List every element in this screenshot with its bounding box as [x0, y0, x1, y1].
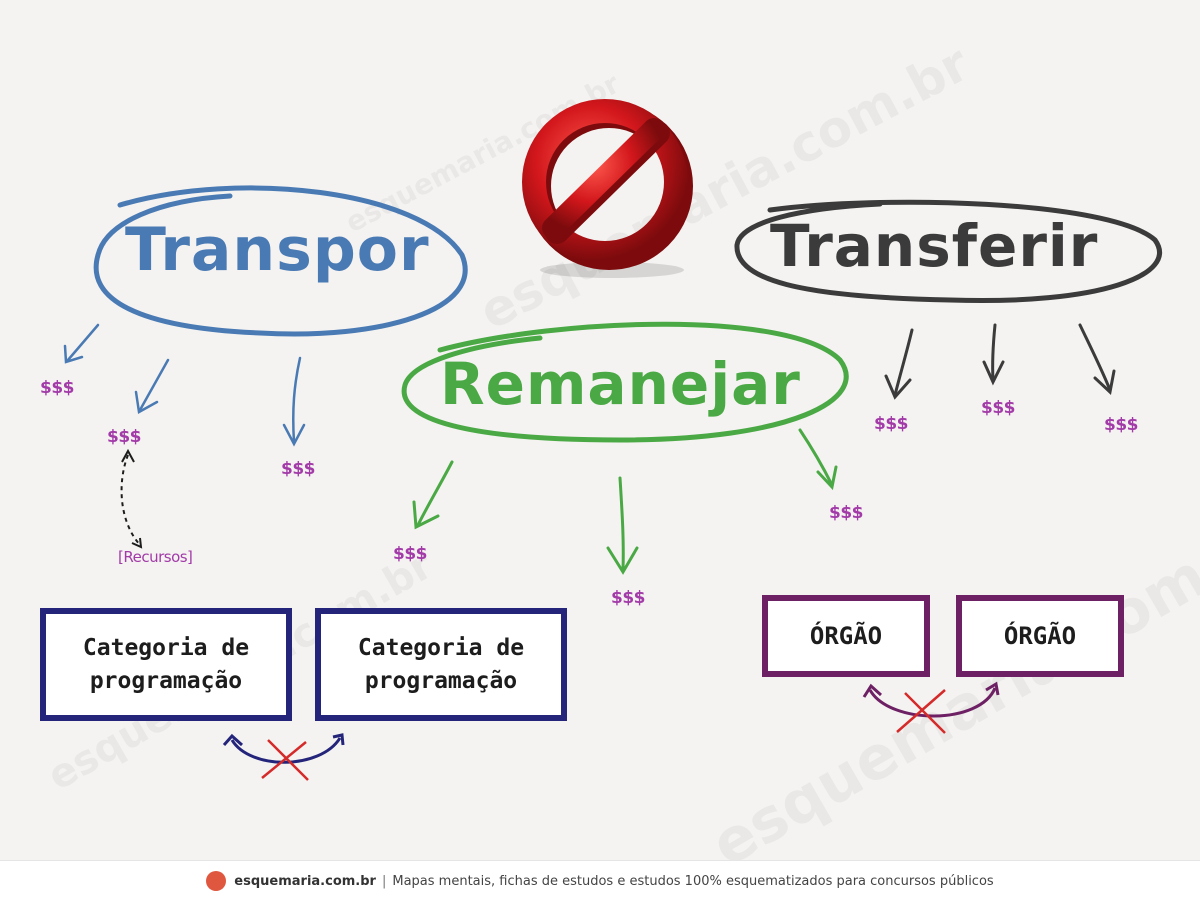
money-label: $$$	[107, 427, 142, 447]
money-label: $$$	[393, 544, 428, 564]
categoria-line2: programação	[89, 667, 243, 694]
navy-double-arrow	[230, 737, 342, 764]
transferir-title: Transferir	[770, 212, 1099, 280]
remanejar-title: Remanejar	[440, 350, 801, 418]
recursos-label: [Recursos]	[118, 548, 193, 566]
orgao-label: ÓRGÃO	[1003, 622, 1077, 650]
categoria-line2: programação	[364, 667, 518, 694]
purple-double-arrow	[868, 687, 997, 718]
footer-tagline: Mapas mentais, fichas de estudos e estud…	[392, 873, 994, 889]
orgao-label: ÓRGÃO	[809, 622, 883, 650]
remanejar-oval	[401, 321, 849, 443]
footer-site-link[interactable]: esquemaria.com.br	[234, 873, 376, 889]
footer-separator: |	[381, 873, 387, 889]
transferir-oval	[734, 199, 1162, 304]
money-label: $$$	[829, 503, 864, 523]
transferir-arrows	[884, 323, 1116, 400]
cross-icon	[261, 739, 309, 781]
categoria-line1: Categoria de	[82, 634, 250, 661]
money-label: $$$	[1104, 415, 1139, 435]
footer-bar: esquemaria.com.br | Mapas mentais, ficha…	[0, 860, 1200, 901]
orgao-box: ÓRGÃO	[956, 595, 1124, 677]
prohibited-sign-icon	[522, 99, 693, 278]
transpor-oval	[93, 185, 468, 337]
cross-icon	[896, 689, 946, 734]
categoria-programacao-box: Categoria de programação	[40, 608, 292, 721]
recursos-dashed-arrow	[120, 454, 141, 546]
categoria-programacao-box: Categoria de programação	[315, 608, 567, 721]
money-label: $$$	[981, 398, 1016, 418]
categoria-line1: Categoria de	[357, 634, 525, 661]
money-label: $$$	[874, 414, 909, 434]
transpor-arrows	[63, 323, 306, 447]
money-label: $$$	[611, 588, 646, 608]
esquemaria-logo-icon	[206, 871, 227, 891]
money-label: $$$	[281, 459, 316, 479]
money-label: $$$	[40, 378, 75, 398]
transpor-title: Transpor	[125, 215, 430, 285]
remanejar-arrows	[412, 428, 838, 575]
orgao-box: ÓRGÃO	[762, 595, 930, 677]
